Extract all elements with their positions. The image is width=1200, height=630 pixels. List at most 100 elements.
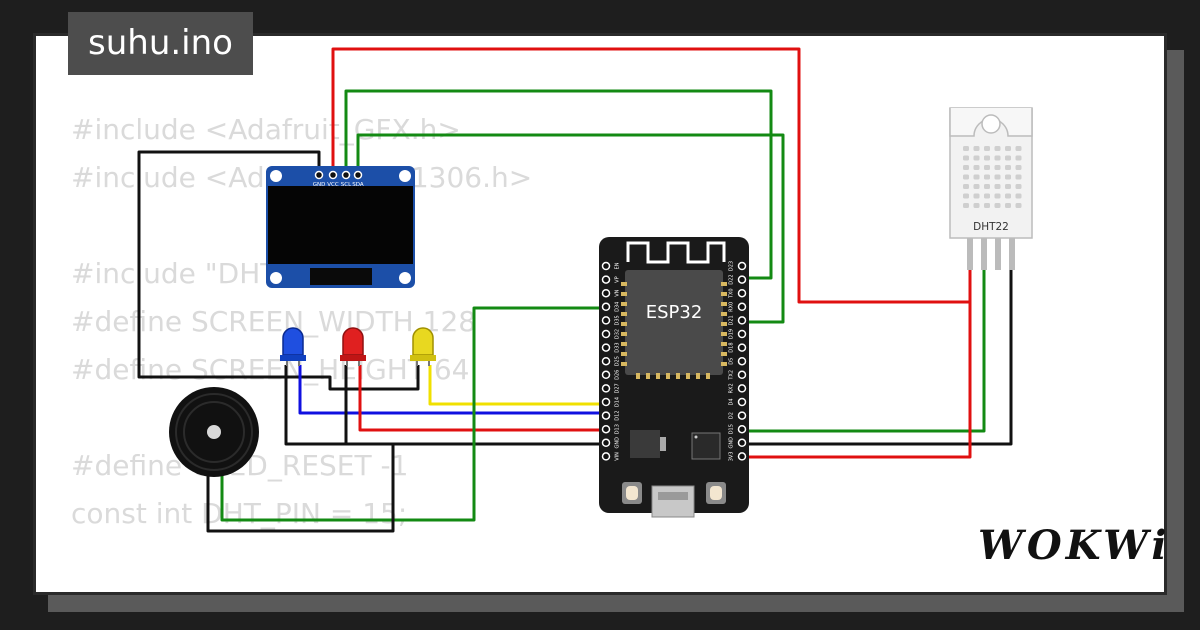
esp32-pin-left[interactable] xyxy=(601,411,611,420)
dht-vent xyxy=(984,193,990,199)
esp32-pin-label-right: TX2 xyxy=(729,370,735,381)
module-pad xyxy=(721,362,727,366)
esp32-pin-label-right: D4 xyxy=(729,398,735,405)
dht-vent xyxy=(963,193,969,199)
esp32-pin-right[interactable] xyxy=(737,384,747,393)
esp32-pin-left[interactable] xyxy=(601,370,611,380)
esp32-pin-left[interactable] xyxy=(601,288,611,298)
module-pad xyxy=(721,282,727,286)
wire-led-yellow xyxy=(428,365,606,406)
esp32-pin-left[interactable] xyxy=(601,424,611,434)
dht22-label: DHT22 xyxy=(973,221,1009,233)
esp32-pin-right[interactable] xyxy=(737,343,747,352)
dht-vent xyxy=(984,174,990,180)
esp32-pin-label-left: D14 xyxy=(615,397,621,407)
esp32-pin-right[interactable] xyxy=(737,452,747,461)
dht-vent xyxy=(1005,184,1011,189)
dht-vent xyxy=(994,203,1001,208)
esp32-pin-right[interactable] xyxy=(737,261,747,271)
esp32-pin-left[interactable] xyxy=(601,397,611,407)
led-red[interactable] xyxy=(340,327,366,366)
esp32-pin-label-right: RX0 xyxy=(729,302,735,312)
dht-vent xyxy=(984,184,990,189)
esp32-board[interactable]: ESP32 D23END22VPTX0VNRX0D34D21D35D19D32D… xyxy=(599,237,749,518)
dht-vent xyxy=(994,184,1001,189)
esp32-pin-left[interactable] xyxy=(601,384,611,393)
module-pad xyxy=(636,373,640,379)
dht22-sensor[interactable]: DHT22 xyxy=(949,107,1033,270)
wokwi-logo: WOKWi xyxy=(978,522,1171,569)
esp32-pin-right[interactable] xyxy=(737,329,747,339)
esp32-pin-left[interactable] xyxy=(601,275,611,284)
module-pad xyxy=(666,373,670,379)
module-pad xyxy=(621,342,627,346)
esp32-pin-right[interactable] xyxy=(737,302,747,312)
oled-pin[interactable] xyxy=(341,170,351,180)
esp32-pin-right[interactable] xyxy=(737,370,747,380)
dht-vent xyxy=(994,155,1001,161)
esp32-pin-label-left: VN xyxy=(615,289,621,296)
dht-vent xyxy=(1005,174,1011,180)
wire-buzzer-gnd xyxy=(206,444,395,533)
led-yellow[interactable] xyxy=(410,327,436,366)
file-tag: suhu.ino xyxy=(68,12,253,75)
esp32-pin-left[interactable] xyxy=(601,261,611,271)
esp32-pin-right[interactable] xyxy=(737,356,747,366)
esp32-pin-left[interactable] xyxy=(601,302,611,312)
esp32-pin-label-left: D25 xyxy=(615,356,621,366)
oled-pin[interactable] xyxy=(314,170,324,180)
wire-oled-sda xyxy=(356,133,785,324)
esp32-pin-right[interactable] xyxy=(737,424,747,434)
wire-led-red xyxy=(358,365,606,432)
esp32-pin-label-left: D26 xyxy=(615,370,621,380)
oled-pin[interactable] xyxy=(328,170,338,180)
code-line: const int DHT_PIN = 15; xyxy=(71,497,408,530)
wire-dht-3v3 xyxy=(742,302,972,459)
dht-vent xyxy=(963,184,969,189)
esp32-pin-label-left: D32 xyxy=(615,329,621,339)
esp32-pin-left[interactable] xyxy=(601,356,611,366)
dht-vent xyxy=(973,165,980,170)
esp32-pin-label-right: TX0 xyxy=(729,288,735,299)
dht-vent xyxy=(994,146,1001,151)
esp32-pin-label-left: EN xyxy=(615,262,621,269)
led-blue[interactable] xyxy=(280,327,306,366)
module-pad xyxy=(656,373,660,379)
esp32-pin-label-right: D2 xyxy=(729,412,735,419)
module-pad xyxy=(706,373,710,379)
esp32-pin-right[interactable] xyxy=(737,397,747,407)
dht-vent xyxy=(973,184,980,189)
dht-vent xyxy=(963,155,969,161)
esp32-pin-left[interactable] xyxy=(601,329,611,339)
esp32-pin-right[interactable] xyxy=(737,316,747,325)
module-pad xyxy=(621,292,627,296)
esp32-pin-right[interactable] xyxy=(737,275,747,284)
oled-pin-label: VCC xyxy=(327,182,339,188)
module-pad xyxy=(721,322,727,326)
dht-vent xyxy=(1005,155,1011,161)
dht-vent xyxy=(1015,146,1022,151)
oled-pin[interactable] xyxy=(353,170,363,180)
dht-vent xyxy=(1015,155,1022,161)
oled-pin-label: SDA xyxy=(352,182,364,188)
dht-vent xyxy=(984,165,990,170)
esp32-pin-right[interactable] xyxy=(737,288,747,298)
esp32-pin-left[interactable] xyxy=(601,452,611,461)
esp32-pin-right[interactable] xyxy=(737,411,747,420)
esp32-pin-label-left: D12 xyxy=(615,410,621,420)
dht-vent xyxy=(1005,203,1011,208)
module-pad xyxy=(621,332,627,336)
module-pad xyxy=(686,373,690,379)
esp32-pin-left[interactable] xyxy=(601,316,611,325)
buzzer[interactable] xyxy=(169,387,259,477)
module-pad xyxy=(721,332,727,336)
esp32-pin-label-left: VP xyxy=(615,276,621,282)
esp32-pin-label-left: D34 xyxy=(615,302,621,312)
dht-vent xyxy=(963,165,969,170)
esp32-pin-label-left: D35 xyxy=(615,315,621,325)
esp32-pin-right[interactable] xyxy=(737,438,747,448)
esp32-pin-left[interactable] xyxy=(601,438,611,448)
esp32-pin-left[interactable] xyxy=(601,343,611,352)
esp32-pin-label-right: D19 xyxy=(729,329,735,339)
